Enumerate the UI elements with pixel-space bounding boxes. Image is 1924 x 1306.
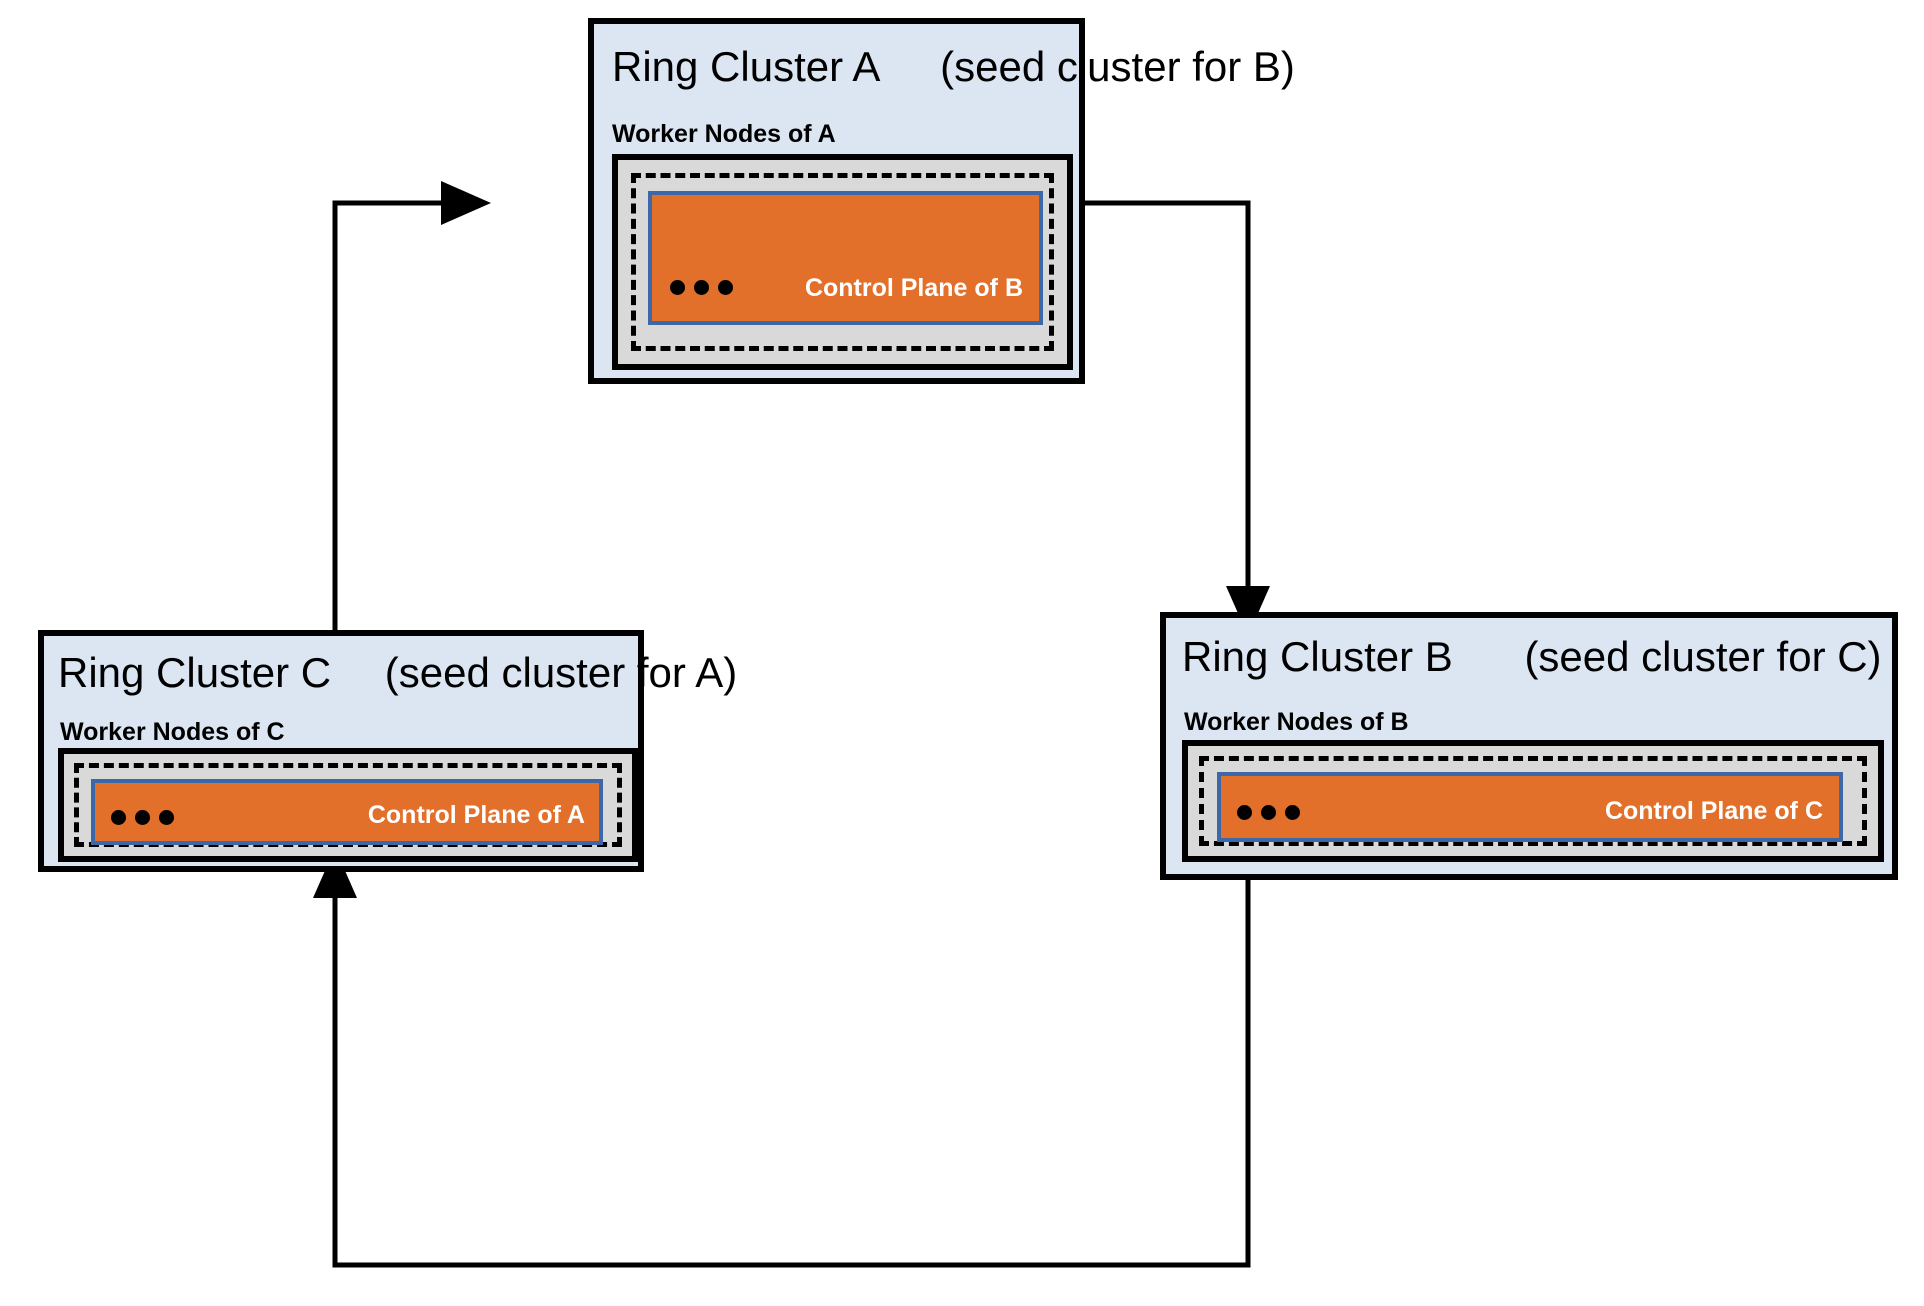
cluster-c[interactable]: Ring Cluster C (seed cluster for A) Work… xyxy=(38,630,737,872)
cluster-c-title: Ring Cluster C (seed cluster for A) xyxy=(58,652,737,694)
cluster-c-worker-box[interactable]: Control Plane of A xyxy=(58,748,638,862)
cluster-a-name: Ring Cluster A xyxy=(612,43,881,90)
cluster-a-node-boundary xyxy=(631,173,1054,351)
cluster-b[interactable]: Ring Cluster B (seed cluster for C) Work… xyxy=(1160,612,1898,880)
cluster-a-control-plane[interactable]: Control Plane of B xyxy=(648,191,1043,325)
arrow-a-to-b xyxy=(1085,200,1270,637)
cluster-c-control-plane-label: Control Plane of A xyxy=(367,801,585,829)
cluster-b-control-plane[interactable]: Control Plane of C xyxy=(1217,772,1843,842)
cluster-a-worker-label: Worker Nodes of A xyxy=(612,120,836,148)
arrow-c-to-a xyxy=(332,181,492,630)
cluster-a-control-plane-label: Control Plane of B xyxy=(804,274,1023,302)
cluster-a-title: Ring Cluster A (seed cluster for B) xyxy=(612,46,1295,88)
cluster-b-worker-box[interactable]: Control Plane of C xyxy=(1182,740,1884,862)
cluster-a[interactable]: Ring Cluster A (seed cluster for B) Work… xyxy=(588,18,1295,384)
cluster-a-worker-box[interactable]: Control Plane of B xyxy=(612,154,1073,370)
cluster-c-ellipsis-dots xyxy=(111,810,174,825)
cluster-c-seed-note: (seed cluster for A) xyxy=(384,649,738,696)
cluster-b-title: Ring Cluster B (seed cluster for C) xyxy=(1182,636,1882,678)
cluster-b-worker-label: Worker Nodes of B xyxy=(1184,708,1409,736)
cluster-b-control-plane-label: Control Plane of C xyxy=(1604,797,1823,825)
cluster-b-seed-note: (seed cluster for C) xyxy=(1524,633,1882,680)
arrow-b-to-c xyxy=(313,847,1251,1268)
cluster-b-node-boundary xyxy=(1199,756,1867,846)
cluster-c-control-plane[interactable]: Control Plane of A xyxy=(91,779,603,845)
cluster-a-seed-note: (seed cluster for B) xyxy=(940,43,1295,90)
cluster-a-ellipsis-dots xyxy=(670,280,733,295)
cluster-b-name: Ring Cluster B xyxy=(1182,633,1453,680)
cluster-c-name: Ring Cluster C xyxy=(58,649,332,696)
cluster-b-ellipsis-dots xyxy=(1237,805,1300,820)
cluster-c-worker-label: Worker Nodes of C xyxy=(60,718,285,746)
